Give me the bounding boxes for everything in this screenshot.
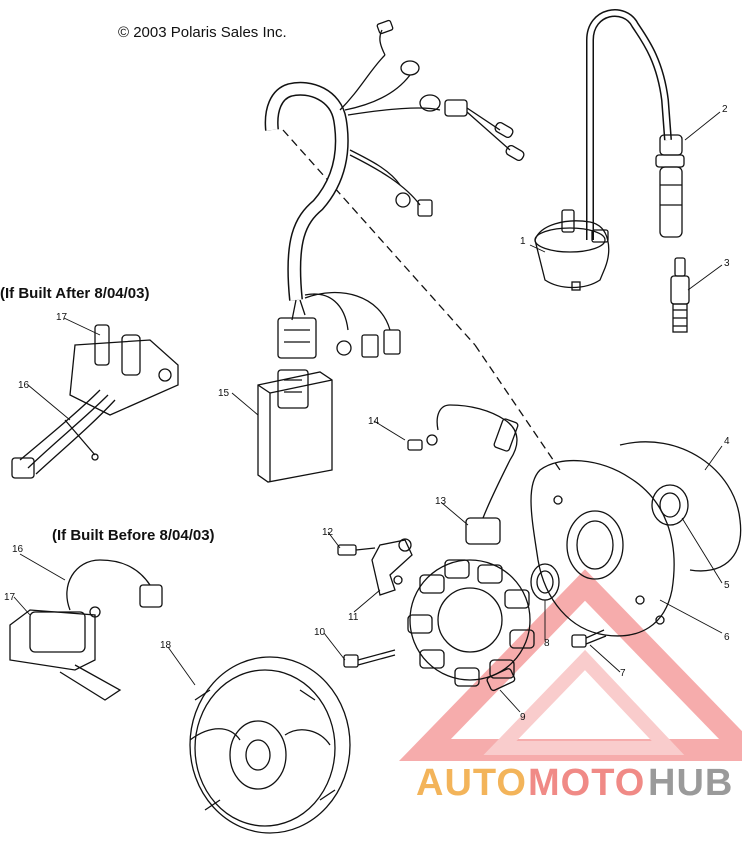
flywheel [189, 656, 351, 834]
callout-7: 7 [620, 668, 626, 679]
watermark-logo-icon [399, 569, 742, 761]
cdi-box [257, 369, 333, 483]
variant-label-before: (If Built Before 8/04/03) [52, 527, 215, 544]
regulator-after [11, 324, 179, 479]
callout-14: 14 [368, 416, 380, 427]
magneto-housing [530, 459, 689, 637]
wiring-harness [264, 19, 525, 359]
callout-16-after: 16 [18, 380, 30, 391]
callout-13: 13 [435, 496, 447, 507]
callout-10: 10 [314, 627, 326, 638]
oil-seal [530, 563, 560, 601]
screw-14 [407, 434, 438, 451]
screw-10 [343, 649, 396, 668]
callout-15: 15 [218, 388, 230, 399]
callout-17-before: 17 [4, 592, 16, 603]
callout-9: 9 [520, 712, 526, 723]
variant-label-after: (If Built After 8/04/03) [0, 285, 150, 302]
trigger-coil [436, 404, 519, 545]
watermark-hub: HUB [648, 762, 734, 804]
regulator-before [9, 559, 163, 701]
housing-gasket [619, 441, 742, 572]
ignition-coil [534, 209, 610, 291]
callout-6: 6 [724, 632, 730, 643]
spark-plug-wire [586, 9, 685, 240]
callout-12: 12 [322, 527, 334, 538]
callout-8: 8 [544, 638, 550, 649]
callout-5: 5 [724, 580, 730, 591]
bracket-11 [371, 538, 413, 596]
leader-lines [13, 111, 723, 713]
alignment-dashed-line [282, 129, 476, 346]
callout-17-after: 17 [56, 312, 68, 323]
spark-plug [670, 257, 690, 333]
callout-1: 1 [520, 236, 526, 247]
screw-12 [337, 544, 376, 556]
watermark-auto: AUTO [416, 762, 527, 804]
copyright-text: © 2003 Polaris Sales Inc. [118, 24, 287, 41]
callout-16-before: 16 [12, 544, 24, 555]
callout-4: 4 [724, 436, 730, 447]
callout-18: 18 [160, 640, 172, 651]
callout-3: 3 [724, 258, 730, 269]
callout-2: 2 [722, 104, 728, 115]
callout-11: 11 [348, 612, 359, 623]
alignment-dashed-line-2 [474, 344, 561, 471]
watermark-moto: MOTO [528, 762, 646, 804]
stator-assembly [407, 559, 535, 692]
screw-7 [571, 629, 607, 648]
